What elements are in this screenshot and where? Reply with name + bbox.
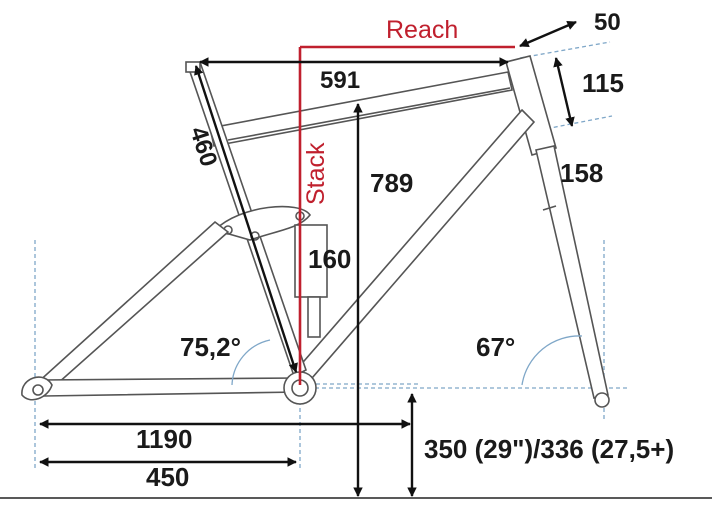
stem-offset-label: 50 xyxy=(594,9,621,36)
head-tube-label: 158 xyxy=(560,158,603,188)
stack-label: Stack xyxy=(302,142,330,205)
chainstay-label: 450 xyxy=(146,462,189,492)
dimension-arrows xyxy=(39,20,577,497)
head-angle-arc xyxy=(521,335,583,386)
bb-height-label: 350 (29")/336 (27,5+) xyxy=(424,434,674,464)
wheelbase-label: 1190 xyxy=(136,424,192,454)
bike-frame xyxy=(21,55,610,408)
top-tube-label: 591 xyxy=(320,67,360,94)
seat-angle-label: 75,2° xyxy=(180,332,241,362)
reach-stack-lines xyxy=(298,45,515,385)
reach-label: Reach xyxy=(386,16,458,44)
head-angle-label: 67° xyxy=(476,332,515,362)
shock-travel-label: 160 xyxy=(308,244,351,274)
stack-value-label: 789 xyxy=(370,168,413,198)
headset-height-label: 115 xyxy=(582,68,624,98)
